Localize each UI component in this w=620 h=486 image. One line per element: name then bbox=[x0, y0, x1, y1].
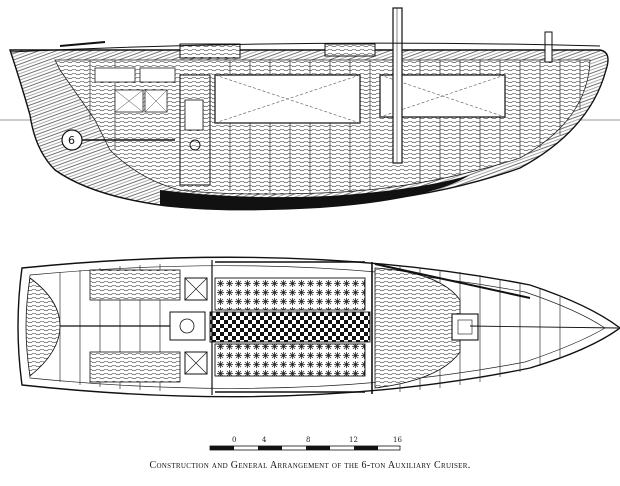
scale-label-8: 8 bbox=[306, 436, 311, 444]
cabin-sole-lower bbox=[214, 343, 366, 377]
scale-label-12: 12 bbox=[349, 436, 358, 444]
scale-label-0: 0 bbox=[232, 436, 237, 444]
keel-ballast bbox=[160, 175, 470, 211]
figure-caption: Construction and General Arrangement of … bbox=[149, 460, 471, 471]
mast bbox=[392, 7, 403, 164]
scale-label-16: 16 bbox=[393, 436, 402, 444]
scale-bar bbox=[209, 445, 401, 451]
side-elevation: 6 bbox=[0, 7, 620, 211]
deck-plan bbox=[17, 256, 620, 398]
svg-text:6: 6 bbox=[68, 134, 75, 147]
cabin-sole-upper bbox=[214, 277, 366, 311]
scale-label-4: 4 bbox=[262, 436, 267, 444]
cabin-sole-center bbox=[209, 311, 371, 343]
